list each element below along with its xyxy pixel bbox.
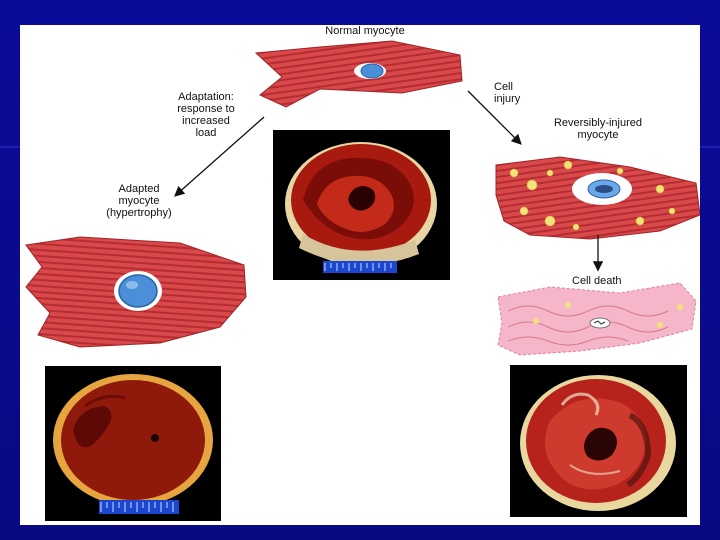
- scale-ruler-icon: [323, 261, 397, 273]
- photo-hypertrophied-heart: [45, 366, 221, 521]
- label-adaptation: Adaptation: response to increased load: [177, 91, 235, 139]
- arrow-to-injured: [467, 90, 522, 145]
- figure-panel: Normal myocyte Adaptation: response to i…: [20, 25, 700, 525]
- normal-myocyte-illustration: [254, 40, 463, 108]
- photo-infarcted-heart: [510, 365, 687, 517]
- label-reversibly-injured: Reversibly-injured myocyte: [553, 117, 643, 141]
- adapted-myocyte-illustration: [25, 236, 247, 348]
- label-normal-myocyte: Normal myocyte: [325, 25, 405, 37]
- reversibly-injured-myocyte-illustration: [495, 156, 700, 240]
- necrotic-myocyte-illustration: [497, 282, 697, 356]
- label-cell-injury: Cell injury: [494, 81, 521, 105]
- photo-normal-heart: [273, 130, 450, 280]
- label-adapted-myocyte: Adapted myocyte (hypertrophy): [106, 183, 172, 219]
- diagram-canvas: [25, 40, 700, 356]
- label-cell-death: Cell death: [572, 275, 622, 287]
- arrow-to-adapted: [174, 116, 265, 197]
